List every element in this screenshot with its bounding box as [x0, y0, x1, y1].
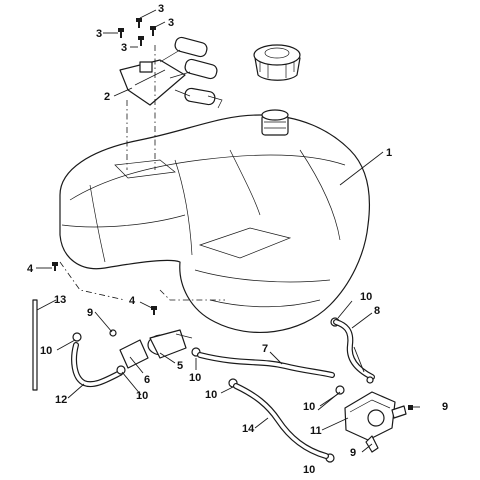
callout-8: 8	[374, 305, 380, 317]
hose-clamp	[72, 332, 82, 342]
callout-10: 10	[205, 389, 217, 401]
callout-7: 7	[262, 343, 268, 355]
callout-3: 3	[121, 42, 127, 54]
callout-3: 3	[96, 28, 102, 40]
callout-1: 1	[386, 147, 392, 159]
callout-9: 9	[350, 447, 356, 459]
fuel-pump-assembly	[119, 36, 223, 109]
callout-11: 11	[310, 425, 322, 437]
top-bolt-2	[136, 18, 142, 28]
callout-5: 5	[177, 360, 183, 372]
callout-10: 10	[40, 345, 52, 357]
callout-3: 3	[158, 3, 164, 15]
fuel-tank	[59, 109, 370, 333]
callout-14: 14	[242, 423, 255, 435]
callout-10: 10	[303, 401, 315, 413]
callout-10: 10	[303, 464, 315, 476]
hose-clamp	[116, 365, 126, 375]
callout-9: 9	[442, 401, 448, 413]
fuel-valve	[109, 329, 193, 369]
top-bolt-4	[138, 36, 144, 46]
fuel-cap	[253, 44, 301, 81]
callout-3: 3	[168, 17, 174, 29]
callout-10: 10	[360, 291, 372, 303]
vent-tube	[32, 299, 38, 391]
callout-10: 10	[136, 390, 148, 402]
side-bolt-center	[151, 306, 157, 315]
callout-10: 10	[189, 372, 201, 384]
callout-4: 4	[27, 263, 34, 275]
fuel-hose-8	[333, 319, 375, 380]
leader-lines	[36, 9, 384, 453]
hose-clamp	[335, 385, 345, 395]
callout-9: 9	[87, 307, 93, 319]
side-bolt-left	[52, 262, 58, 271]
callout-4: 4	[129, 295, 136, 307]
fuel-hose-14	[233, 383, 329, 459]
fuel-pump	[344, 376, 407, 453]
filler-neck	[261, 109, 289, 136]
callout-2: 2	[104, 91, 110, 103]
top-bolt-1	[118, 28, 124, 38]
callout-13: 13	[54, 294, 66, 306]
pump-bolt	[408, 405, 420, 410]
assembly-line	[159, 289, 225, 301]
callout-12: 12	[55, 394, 67, 406]
callout-6: 6	[144, 374, 150, 386]
